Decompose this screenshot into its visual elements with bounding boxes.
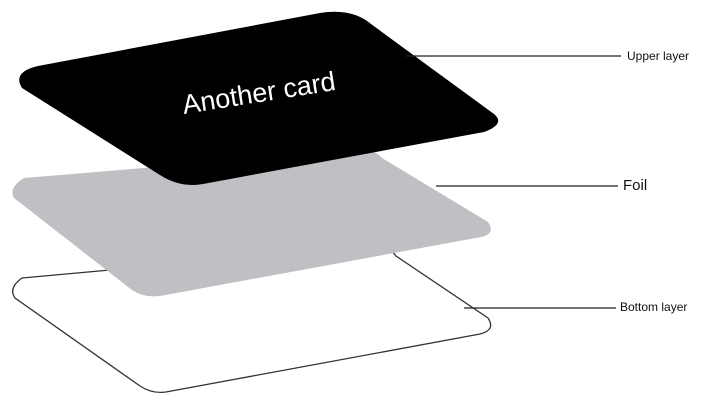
upper-layer <box>19 11 499 185</box>
upper-layer-label: Upper layer <box>627 49 690 63</box>
foil-layer <box>12 149 491 297</box>
foil-label: Foil <box>623 177 648 194</box>
bottom-layer-label: Bottom layer <box>620 300 688 314</box>
